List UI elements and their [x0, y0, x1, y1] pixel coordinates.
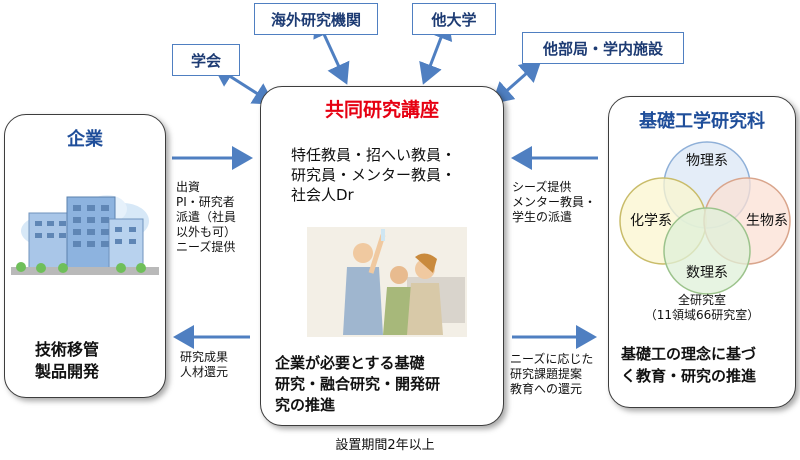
- arrow-kaigai: [313, 15, 350, 85]
- tag-other-departments: 他部局・学内施設: [522, 32, 684, 64]
- purpose-line-2: 研究・融合研究・開発研: [275, 375, 441, 393]
- flow-right-return-line-1: ニーズに応じた: [510, 352, 594, 366]
- flow-center-to-company-text: 研究成果 人材還元: [180, 350, 228, 380]
- flow-left-line-4: 以外も可）: [176, 225, 237, 239]
- mission-line-1: 基礎工の理念に基づ: [621, 345, 757, 363]
- flow-right-line-1: シーズ提供: [512, 180, 572, 194]
- tag-gakkai: 学会: [172, 44, 240, 76]
- members-line-2: 研究員・メンター教員・: [291, 166, 457, 184]
- joint-research-title: 共同研究講座: [324, 99, 439, 121]
- flow-left-line-5: ニーズ提供: [176, 240, 236, 254]
- flow-right-line-3: 学生の派遣: [512, 210, 573, 224]
- joint-research-panel: 共同研究講座 特任教員・招へい教員・ 研究員・メンター教員・ 社会人Dr 企業が…: [260, 86, 504, 426]
- venn-math: [663, 207, 751, 295]
- members-line-3: 社会人Dr: [291, 186, 354, 204]
- flow-right-line-2: メンター教員・: [512, 195, 597, 209]
- venn-label-biology: 生物系: [746, 213, 788, 229]
- venn-label-physics: 物理系: [686, 153, 728, 169]
- company-output-1: 技術移管: [35, 340, 100, 359]
- office-building-illustration: [11, 171, 159, 281]
- members-text: 特任教員・招へい教員・ 研究員・メンター教員・ 社会人Dr: [291, 145, 456, 205]
- flow-return-line-2: 人材還元: [180, 365, 229, 379]
- company-title: 企業: [67, 129, 103, 150]
- venn-label-chemistry: 化学系: [630, 213, 672, 229]
- purpose-line-1: 企業が必要とする基礎: [275, 354, 425, 372]
- venn-label-math: 数理系: [686, 265, 728, 281]
- flow-school-to-center-text: シーズ提供 メンター教員・ 学生の派遣: [512, 180, 596, 225]
- labs-text: 全研究室 （11領域66研究室）: [609, 293, 795, 323]
- purpose-text: 企業が必要とする基礎 研究・融合研究・開発研 究の推進: [275, 353, 440, 416]
- tag-overseas-institutes: 海外研究機関: [254, 3, 378, 35]
- flow-right-return-line-2: 研究課題提案: [510, 367, 583, 381]
- discipline-venn: 物理系 化学系 生物系 数理系: [619, 141, 791, 295]
- graduate-school-title: 基礎工学研究科: [639, 111, 765, 132]
- mission-text: 基礎工の理念に基づ く教育・研究の推進: [621, 343, 756, 387]
- members-line-1: 特任教員・招へい教員・: [291, 146, 457, 164]
- labs-line-2: （11領域66研究室）: [644, 308, 760, 322]
- company-output-2: 製品開発: [35, 362, 100, 381]
- setup-period: 設置期間2年以上: [335, 438, 435, 453]
- flow-center-to-school-text: ニーズに応じた 研究課題提案 教育への還元: [510, 352, 593, 397]
- graduate-school-panel: 基礎工学研究科 物理系 化学系 生物系 数理系 全研究室 （11領域66研究室）…: [608, 96, 796, 408]
- mission-line-2: く教育・研究の推進: [621, 367, 757, 385]
- flow-left-line-1: 出資: [176, 180, 201, 194]
- flow-right-return-line-3: 教育への還元: [510, 382, 583, 396]
- flow-left-line-2: PI・研究者: [176, 195, 235, 209]
- flow-left-to-center-text: 出資 PI・研究者 派遣（社員 以外も可） ニーズ提供: [176, 180, 236, 255]
- flow-left-line-3: 派遣（社員: [176, 210, 237, 224]
- flow-return-line-1: 研究成果: [180, 350, 229, 364]
- tag-other-universities: 他大学: [412, 3, 496, 35]
- company-outputs: 技術移管 製品開発: [35, 339, 99, 383]
- company-panel: 企業 技術移管 製品開発: [4, 114, 166, 398]
- arrow-tadaigaku: [419, 18, 453, 85]
- researchers-illustration: [307, 227, 467, 337]
- labs-line-1: 全研究室: [677, 293, 726, 307]
- purpose-line-3: 究の推進: [275, 396, 336, 414]
